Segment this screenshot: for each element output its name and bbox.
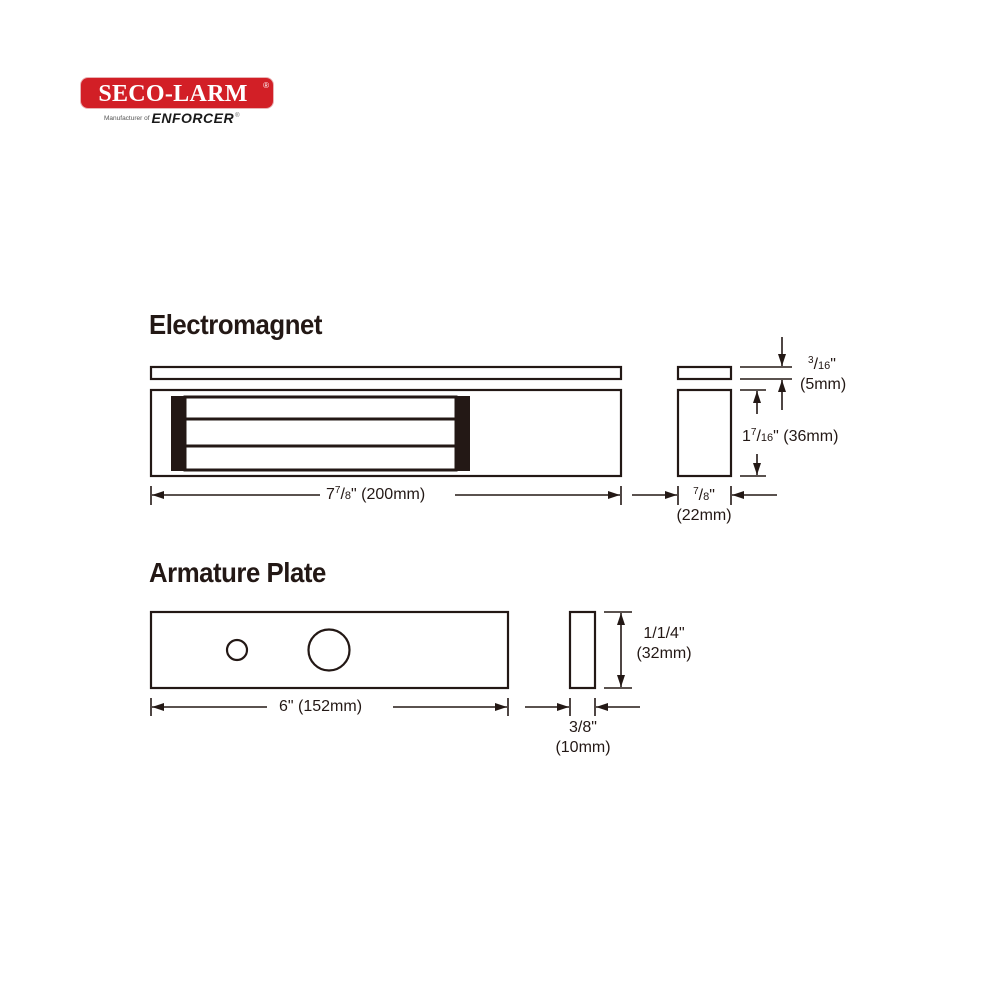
armature-width-label: 3/8" (10mm) bbox=[555, 719, 611, 756]
electromagnet-body-front bbox=[149, 388, 623, 478]
electromagnet-height-label: 17/16" (36mm) bbox=[742, 427, 839, 446]
logo-badge: SECO-LARM ® bbox=[81, 78, 273, 108]
logo-tagline-prefix: Manufacturer of bbox=[104, 115, 150, 122]
armature-plate-title: Armature Plate bbox=[149, 557, 326, 588]
logo-brand-text: SECO-LARM bbox=[98, 81, 248, 107]
electromagnet-title: Electromagnet bbox=[149, 309, 322, 340]
plate-thickness-label: 3/16" (5mm) bbox=[800, 355, 847, 394]
coil-left-bar bbox=[171, 396, 185, 471]
coil-frame bbox=[183, 395, 458, 472]
registered-mark-icon: ® bbox=[263, 81, 269, 90]
armature-plate-side bbox=[568, 610, 597, 690]
armature-length-label: 6" (152mm) bbox=[279, 698, 363, 715]
armature-large-hole bbox=[307, 628, 351, 672]
coil-right-bar bbox=[456, 396, 470, 471]
electromagnet-length-label: 77/8" (200mm) bbox=[326, 485, 426, 504]
electromagnet-width-label: 7/8" (22mm) bbox=[676, 486, 732, 525]
armature-plate-front bbox=[149, 610, 510, 690]
electromagnet-mounting-plate-side bbox=[676, 365, 733, 381]
armature-small-hole bbox=[225, 638, 249, 662]
electromagnet-body-side bbox=[676, 388, 733, 478]
electromagnet-mounting-plate-front bbox=[149, 365, 623, 381]
registered-mark-icon: ® bbox=[235, 113, 240, 119]
logo-tagline-brand: ENFORCER bbox=[151, 110, 235, 126]
armature-height-label: 1/1/4" (32mm) bbox=[636, 625, 692, 662]
